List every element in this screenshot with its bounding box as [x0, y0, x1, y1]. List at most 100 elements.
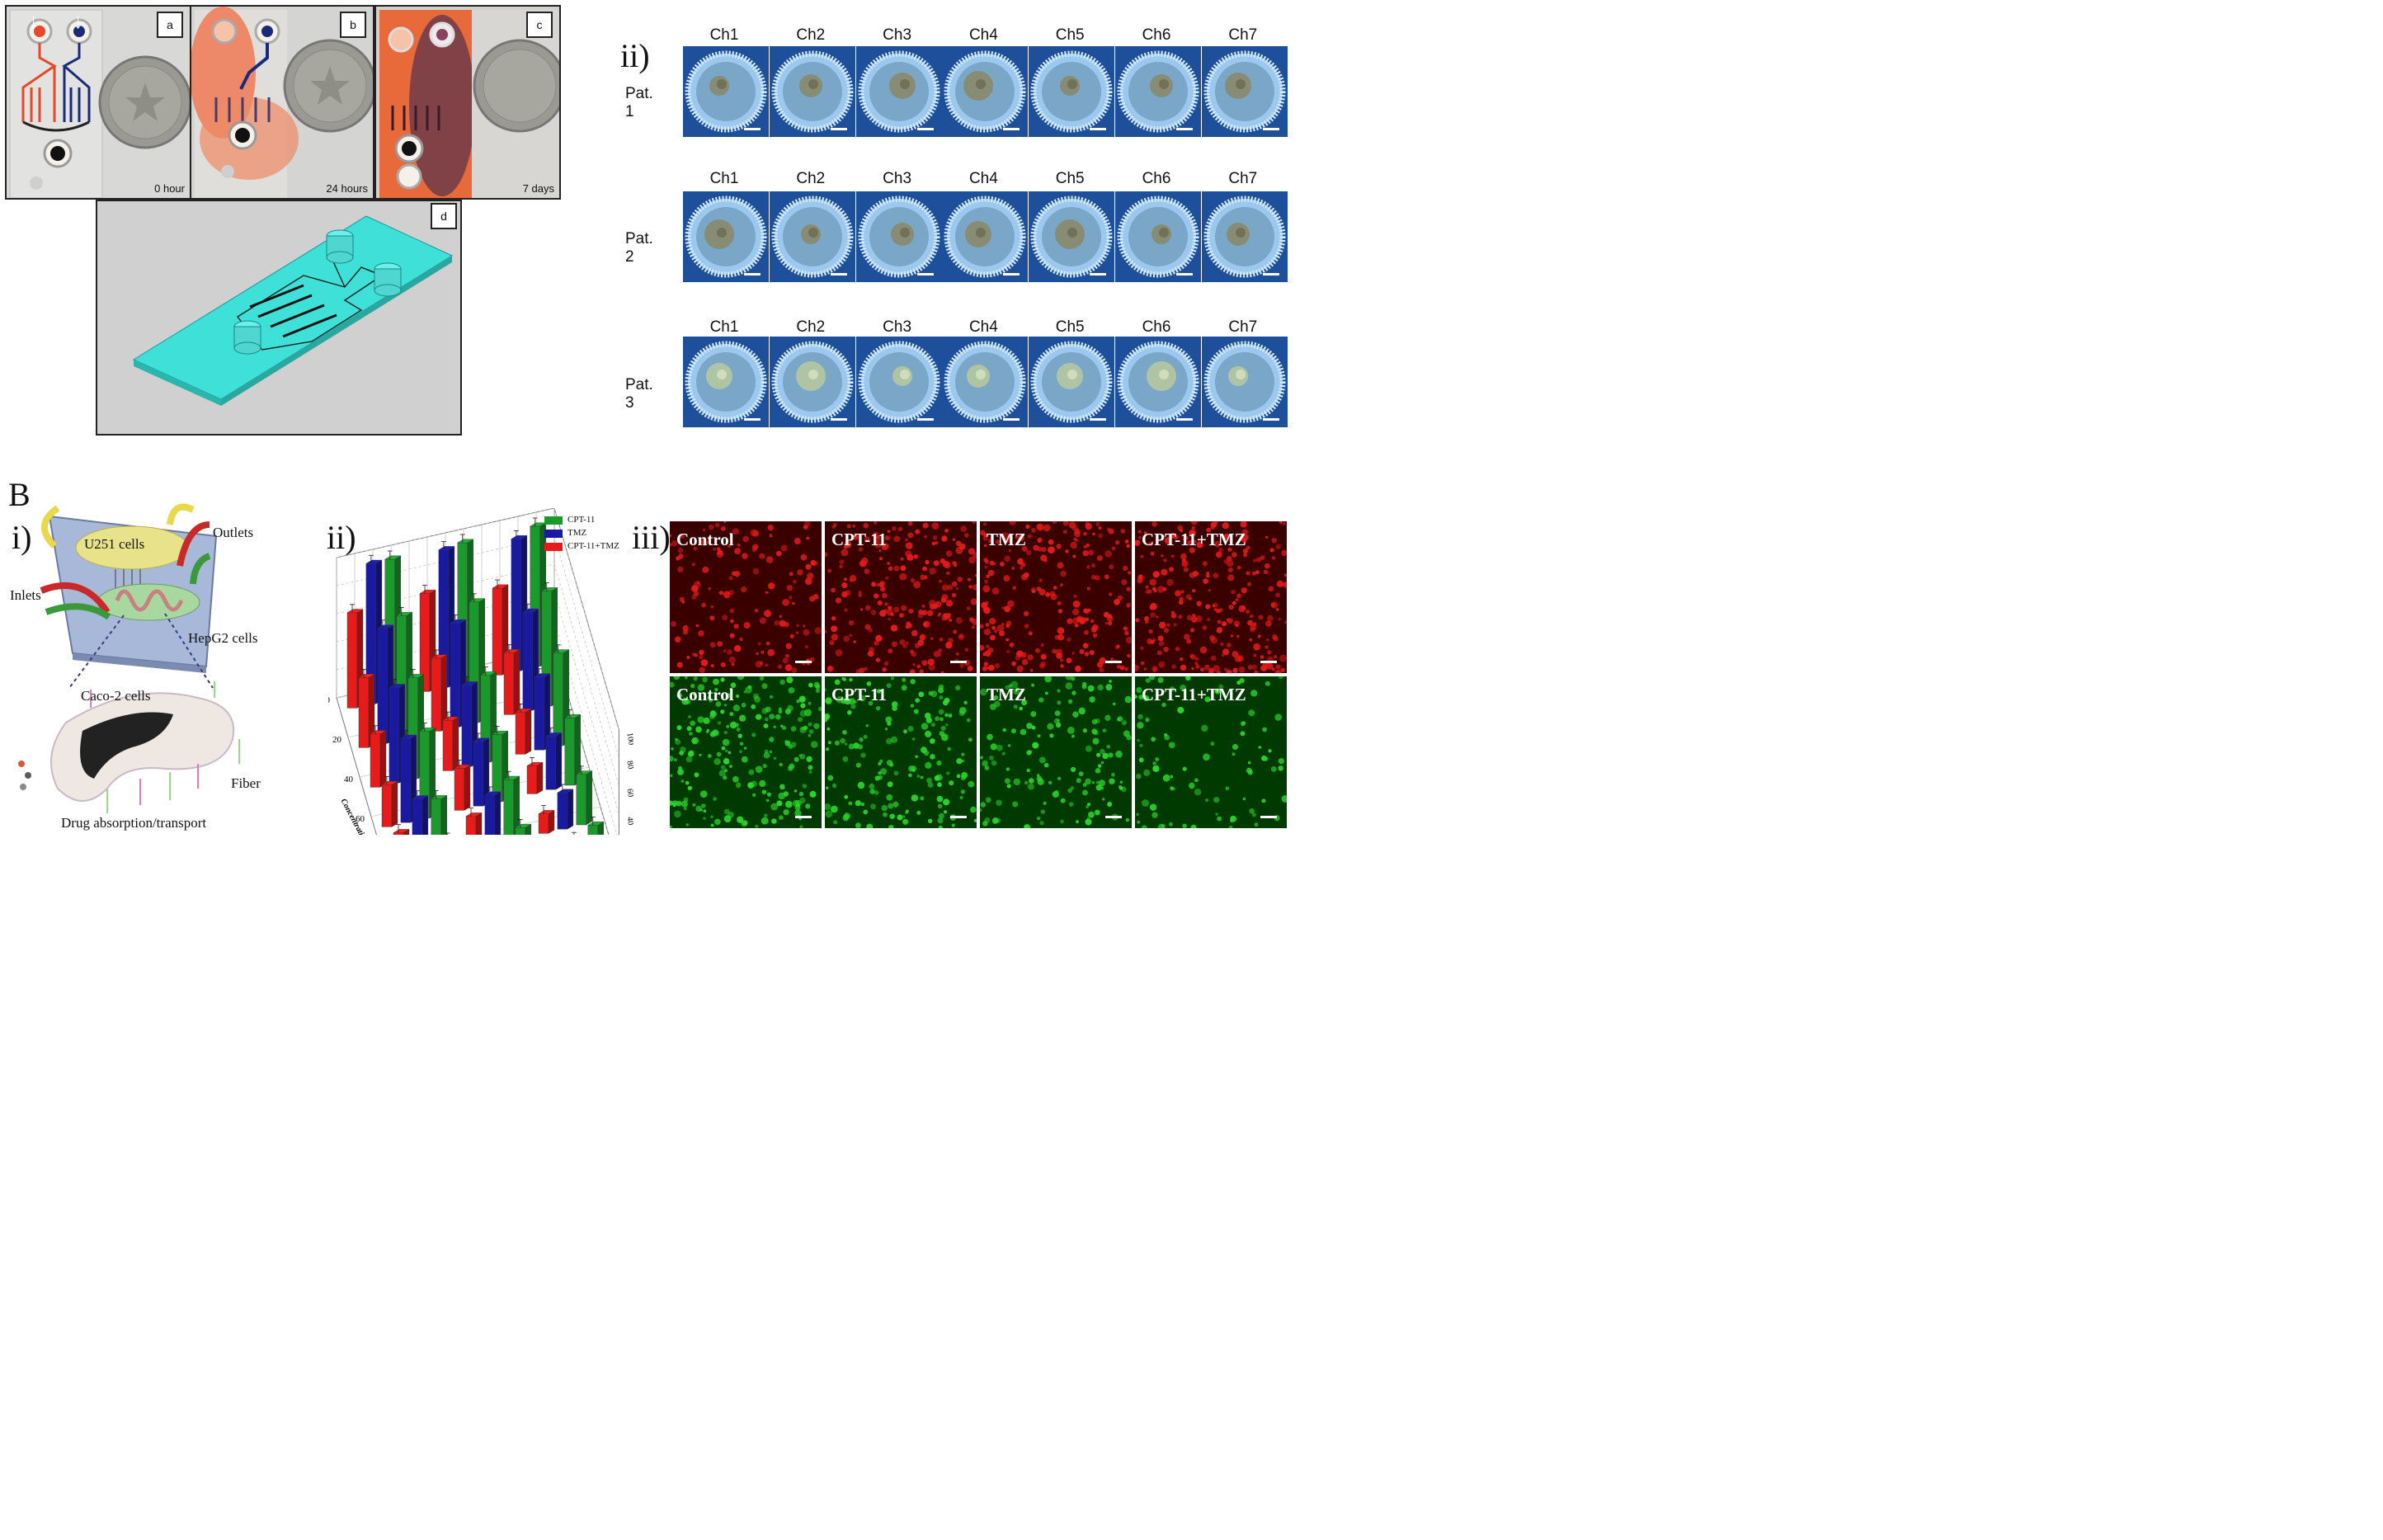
column-label-ch1: Ch1: [709, 26, 739, 44]
bar-cpt-11-top: [541, 587, 558, 591]
column-label-ch4: Ch4: [968, 26, 998, 44]
bar-tmz-top: [473, 737, 490, 742]
microfluidic-schematic: U251 cells Outlets Inlets HepG2 cells Ca…: [8, 492, 280, 835]
panel-b-letter: B: [8, 476, 31, 513]
well-illustration: [683, 46, 769, 137]
scale-bar: [1260, 816, 1277, 818]
panel-a-ii-label: ii): [620, 37, 650, 74]
bar-tmz-front: [473, 741, 484, 807]
label-fiber: Fiber: [231, 775, 261, 791]
bar-tmz-front: [522, 611, 534, 711]
scale-bar: [1262, 418, 1279, 421]
bar-tmz-side: [494, 791, 502, 835]
cell-dots: [1135, 676, 1287, 828]
scale-bar: [795, 661, 812, 663]
cell-dots: [670, 676, 822, 828]
bar-cpt-11-front: [553, 652, 563, 746]
spheroid-well: [855, 191, 942, 282]
well-illustration: [942, 191, 1029, 282]
scale-bar: [1090, 273, 1107, 276]
well-illustration: [1029, 46, 1115, 137]
spheroid-well: [1201, 337, 1288, 427]
bar-cpt-11-top: [407, 674, 425, 678]
column-label-ch5: Ch5: [1055, 318, 1085, 336]
bar-cpt-11-tmz-front: [442, 720, 454, 771]
spheroid-well: [1201, 191, 1288, 282]
well-illustration: [769, 46, 855, 137]
arrow-down-icon: ↓: [28, 8, 39, 33]
panel-b-iii-label: iii): [632, 519, 671, 556]
bar-cpt-11-tmz-top: [358, 673, 375, 678]
bar-tmz-top: [557, 789, 574, 794]
well-illustration: [1201, 191, 1288, 282]
chart-legend: CPT-11 TMZ CPT-11+TMZ: [544, 515, 635, 554]
bar-cpt-11-top: [384, 555, 402, 560]
bar-cpt-11-tmz-front: [431, 657, 442, 732]
bar-cpt-11-tmz-side: [548, 810, 555, 834]
column-label-ch6: Ch6: [1142, 26, 1171, 44]
y-tick-label: 40: [624, 816, 633, 826]
spheroid-well: [942, 46, 1029, 137]
well-illustration: [1115, 46, 1201, 137]
spheroid-well: [1115, 337, 1201, 427]
bar-cpt-11-tmz-top: [465, 812, 483, 817]
label-outlets: Outlets: [213, 525, 254, 540]
spheroid-well: [1201, 46, 1288, 137]
grid-line: [553, 535, 619, 758]
scale-bar: [1003, 128, 1020, 130]
bar-cpt-11-tmz-front: [370, 733, 381, 788]
spheroid-well: [942, 191, 1029, 282]
panel-b-i-label: i): [12, 519, 32, 556]
bar-cpt-11-tmz-top: [492, 584, 509, 589]
fluorescence-label: CPT-11+TMZ: [1142, 685, 1246, 704]
photo-tag-b: b: [340, 12, 366, 38]
scale-bar: [1176, 418, 1193, 421]
bar-cpt-11-tmz-top: [538, 810, 555, 814]
spheroid-well: [855, 337, 942, 427]
spheroid-well: [855, 46, 942, 137]
well-illustration: [683, 337, 769, 427]
photo-time-b: 24 hours: [326, 182, 368, 195]
y-tick-label: 100: [624, 732, 633, 746]
panel-b-ii-label: ii): [327, 519, 356, 556]
bar-tmz-side: [421, 795, 429, 835]
bar-cpt-11-tmz-side: [452, 716, 459, 771]
bar-cpt-11-top: [564, 713, 582, 718]
column-label-ch3: Ch3: [883, 26, 912, 44]
label-u251-cells: U251 cells: [84, 536, 145, 552]
bar-cpt-11-tmz-front: [503, 652, 515, 715]
chip-3d-render: d: [96, 200, 462, 436]
bar-cpt-11-tmz-top: [381, 781, 398, 785]
well-illustration: [1201, 337, 1288, 427]
bar-cpt-11-side: [440, 795, 447, 835]
column-label-ch3: Ch3: [883, 170, 912, 187]
bar-cpt-11-tmz-top: [526, 762, 544, 766]
cell-dots: [825, 521, 977, 673]
scale-bar: [830, 273, 847, 276]
bar-cpt-11-front: [576, 774, 586, 826]
bar-tmz-top: [412, 795, 429, 799]
well-illustration: [769, 337, 855, 427]
well-illustration: [1201, 46, 1288, 137]
bar-cpt-11-top: [553, 649, 570, 654]
bar-tmz-front: [484, 794, 496, 835]
well-illustration: [1029, 337, 1115, 427]
chip-photo-0h-illustration: [9, 9, 190, 198]
bar-tmz-top: [400, 734, 417, 739]
column-label-ch4: Ch4: [968, 318, 998, 336]
bar-cpt-11-tmz-front: [454, 768, 465, 811]
bar-cpt-11-top: [419, 728, 436, 732]
scale-bar: [830, 128, 847, 130]
bar-cpt-11-tmz-side: [379, 730, 387, 788]
bar-cpt-11-top: [469, 598, 486, 603]
legend-swatch-tmz: [544, 530, 563, 538]
column-label-ch1: Ch1: [709, 170, 739, 187]
scale-bar: [830, 418, 847, 421]
spheroid-well: [769, 191, 855, 282]
bar-cpt-11-front: [431, 798, 441, 835]
well-illustration: [855, 191, 942, 282]
scale-bar: [1003, 273, 1020, 276]
arrow-down-icon: ↓: [73, 8, 83, 33]
x-tick-label: 20: [332, 735, 342, 745]
bar-cpt-11-top: [515, 824, 532, 828]
